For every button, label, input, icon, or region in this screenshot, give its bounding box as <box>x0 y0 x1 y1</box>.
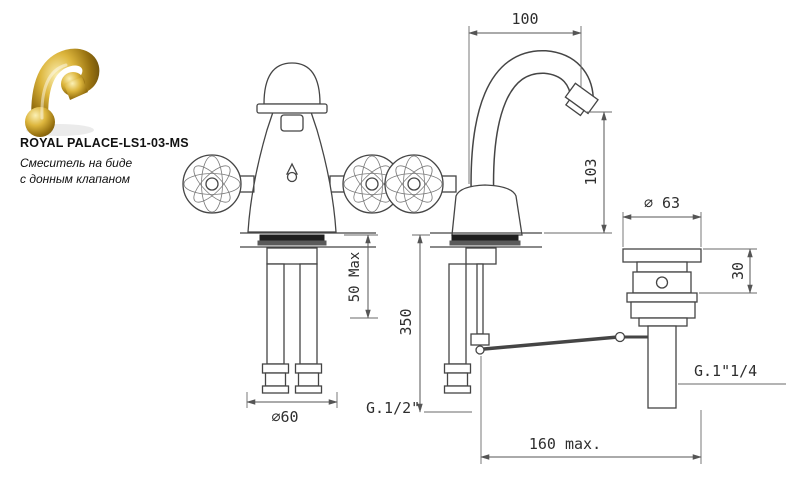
faucet-dome-cap <box>263 62 321 105</box>
flex-hose-left <box>266 263 285 365</box>
dimension-spout-height: 103 <box>544 111 612 234</box>
drain-overflow-hole <box>655 276 669 289</box>
dim-hose-length-label: 350 <box>397 308 415 335</box>
side-view <box>384 50 619 394</box>
dimension-drain-diameter: ∅ 63 <box>622 194 702 247</box>
side-handle-knob <box>384 154 444 214</box>
faucet-body-side <box>451 184 523 236</box>
product-info: ROYAL PALACE-LS1-03-MS Смеситель на биде… <box>20 136 220 187</box>
dim-base-diameter-label: ∅60 <box>271 408 298 426</box>
dimension-hose-length: 350 <box>397 234 472 413</box>
pop-up-rod <box>476 263 484 335</box>
mounting-washer-side <box>451 234 519 241</box>
drain-tailpipe <box>647 325 677 409</box>
drain-flange-ring <box>626 292 698 303</box>
mounting-gasket <box>257 240 327 246</box>
drain-thread-label: G.1"1/4 <box>694 362 757 380</box>
drain-step <box>638 317 688 327</box>
drain-lever-rod <box>483 335 619 351</box>
drain-cap <box>622 248 702 263</box>
dim-spout-height-label: 103 <box>582 158 600 185</box>
dimension-base-diameter: ∅60 <box>246 392 338 426</box>
inlet-thread-label: G.1/2" <box>366 399 420 417</box>
spout-aerator <box>564 82 599 117</box>
lever-ball-joint <box>614 331 626 343</box>
hose-nut-side <box>443 363 472 394</box>
rod-clamp <box>470 333 490 346</box>
rod-ball-joint <box>475 345 485 355</box>
hose-nut-right <box>294 363 323 394</box>
threaded-stud-side <box>465 247 497 265</box>
dimension-drain-cap-height: 30 <box>699 248 757 294</box>
front-view <box>182 62 402 394</box>
threaded-shank <box>266 247 318 265</box>
product-photo <box>16 26 128 140</box>
product-description-line1: Смеситель на биде <box>20 156 133 170</box>
flex-hose-right <box>299 263 318 365</box>
product-description-line2: с донным клапаном <box>20 172 130 187</box>
drain-thread-callout: G.1"1/4 <box>678 362 786 385</box>
dimension-linkage-reach: 160 max. <box>480 356 702 464</box>
product-code: ROYAL PALACE-LS1-03-MS <box>20 136 189 150</box>
gold-bidet-mixer-photo-icon <box>25 48 100 137</box>
drain-knurled-nut <box>630 301 696 319</box>
mounting-gasket-side <box>449 240 521 246</box>
left-handle-knob <box>182 154 242 214</box>
mounting-washer <box>259 234 325 241</box>
dim-spout-reach-label: 100 <box>511 10 538 28</box>
dimension-spout-reach: 100 <box>468 10 582 184</box>
hose-nut-left <box>261 363 290 394</box>
drain-neck <box>636 261 688 273</box>
dim-drain-cap-height-label: 30 <box>729 262 747 280</box>
dim-linkage-reach-label: 160 max. <box>529 435 601 453</box>
dimension-deck-thickness: 50 Max <box>344 234 378 319</box>
dim-drain-diameter-label: ∅ 63 <box>644 194 680 212</box>
diverter-knob <box>280 114 304 132</box>
dome-flange <box>256 103 328 114</box>
logo-drop-circle <box>286 171 298 183</box>
dim-deck-thickness-label: 50 Max <box>347 252 363 303</box>
drain-assembly <box>614 248 702 409</box>
flex-hose-side <box>448 263 467 365</box>
spout-fill <box>471 51 593 211</box>
